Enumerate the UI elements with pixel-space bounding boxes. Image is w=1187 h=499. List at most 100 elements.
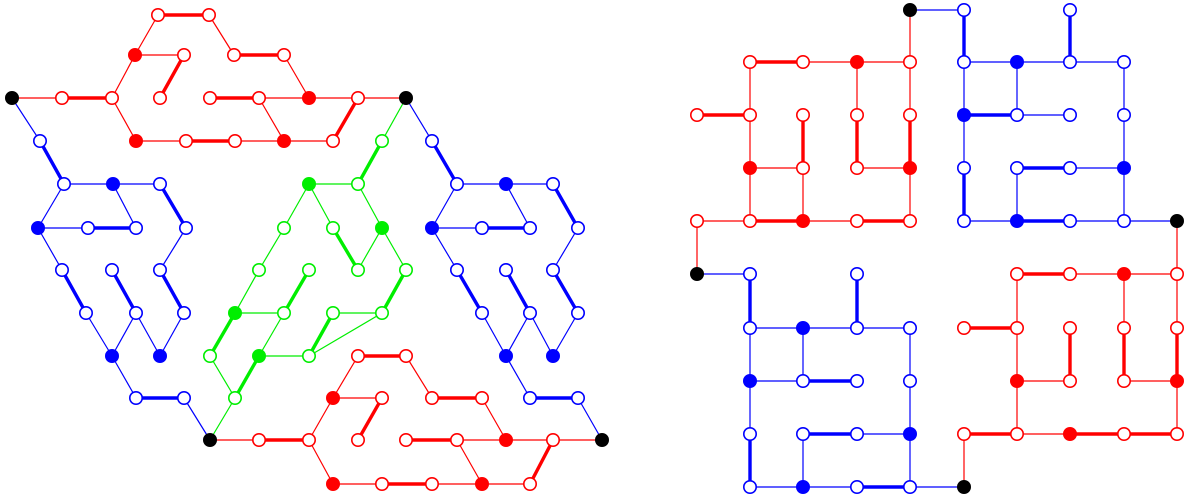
- hollow-blue-vertex: [129, 305, 144, 320]
- hollow-green-vertex: [301, 348, 316, 363]
- hollow-red-vertex: [1170, 320, 1185, 335]
- filled-blue-vertex: [1117, 161, 1132, 176]
- hollow-blue-vertex: [56, 177, 71, 192]
- hollow-blue-vertex: [177, 390, 192, 405]
- filled-blue-vertex: [498, 177, 513, 192]
- filled-blue-vertex: [105, 348, 120, 363]
- filled-green-vertex: [228, 305, 243, 320]
- thick-blue-edge: [158, 268, 186, 315]
- thin-blue-edge: [11, 97, 41, 142]
- filled-blue-vertex: [106, 177, 121, 192]
- hollow-blue-vertex: [1117, 214, 1132, 229]
- filled-red-vertex: [902, 161, 917, 176]
- thin-green-edge: [357, 183, 383, 229]
- hollow-red-vertex: [202, 8, 217, 22]
- thick-green-edge: [208, 311, 237, 358]
- hollow-blue-vertex: [449, 262, 464, 277]
- hollow-red-vertex: [228, 134, 243, 149]
- thick-red-edge: [528, 438, 555, 486]
- filled-blue-vertex: [30, 221, 45, 236]
- hollow-red-vertex: [350, 348, 365, 363]
- hollow-blue-vertex: [1063, 54, 1078, 69]
- thin-blue-edge: [431, 227, 458, 271]
- thin-red-edge: [258, 97, 285, 142]
- hollow-blue-vertex: [424, 134, 439, 149]
- filled-red-vertex: [325, 476, 340, 491]
- filled-black-vertex: [398, 91, 413, 106]
- filled-blue-vertex: [956, 108, 971, 123]
- hollow-red-vertex: [203, 91, 218, 106]
- hollow-red-vertex: [374, 390, 389, 405]
- square-nodes: [689, 3, 1185, 494]
- hollow-blue-vertex: [522, 221, 537, 236]
- hollow-blue-vertex: [570, 221, 585, 236]
- hollow-red-vertex: [1170, 426, 1185, 441]
- thin-blue-edge: [37, 183, 65, 229]
- hollow-red-vertex: [1063, 320, 1078, 335]
- thin-blue-edge: [552, 312, 579, 357]
- filled-blue-vertex: [424, 221, 439, 236]
- hollow-green-vertex: [276, 221, 291, 236]
- hollow-red-vertex: [350, 432, 365, 447]
- thin-red-edge: [332, 355, 359, 399]
- thick-green-edge: [331, 226, 360, 272]
- thin-green-edge: [308, 183, 334, 229]
- hollow-blue-vertex: [177, 305, 192, 320]
- thin-green-edge: [381, 227, 407, 271]
- hollow-blue-vertex: [849, 266, 864, 281]
- thin-blue-edge: [111, 355, 137, 399]
- filled-red-vertex: [301, 91, 316, 106]
- thin-green-edge: [258, 312, 285, 357]
- thin-blue-edge: [505, 312, 531, 357]
- thick-blue-edge: [504, 268, 532, 315]
- hollow-blue-vertex: [570, 390, 585, 405]
- filled-black-vertex: [956, 479, 971, 494]
- hollow-blue-vertex: [956, 54, 971, 69]
- hollow-blue-vertex: [1063, 3, 1078, 17]
- filled-blue-vertex: [742, 373, 757, 388]
- filled-red-vertex: [1117, 266, 1132, 281]
- hollow-red-vertex: [742, 108, 757, 123]
- square-tiling-graph: [689, 3, 1185, 494]
- thick-blue-edge: [38, 139, 66, 186]
- hollow-red-vertex: [522, 476, 537, 491]
- square-edges: [695, 8, 1179, 489]
- thin-red-edge: [405, 355, 433, 399]
- filled-blue-vertex: [795, 320, 810, 335]
- thick-blue-edge: [551, 182, 580, 230]
- hollow-red-vertex: [1117, 373, 1132, 388]
- filled-red-vertex: [1170, 373, 1185, 388]
- thin-blue-edge: [481, 312, 507, 357]
- hollow-green-vertex: [252, 262, 267, 277]
- hollow-green-vertex: [374, 305, 389, 320]
- hollow-red-vertex: [1063, 373, 1078, 388]
- filled-red-vertex: [474, 476, 489, 491]
- thin-red-edge: [283, 54, 310, 99]
- filled-blue-vertex: [795, 479, 810, 494]
- thick-blue-edge: [158, 182, 188, 230]
- hollow-red-vertex: [424, 390, 439, 405]
- hollow-red-vertex: [795, 161, 810, 176]
- hollow-blue-vertex: [545, 262, 560, 277]
- hollow-green-vertex: [374, 134, 389, 149]
- thin-green-edge: [209, 397, 236, 441]
- hollow-blue-vertex: [742, 320, 757, 335]
- hollow-red-vertex: [179, 134, 194, 149]
- hollow-blue-vertex: [522, 390, 537, 405]
- filled-red-vertex: [849, 54, 864, 69]
- hollow-red-vertex: [545, 432, 560, 447]
- hollow-blue-vertex: [742, 479, 757, 494]
- hollow-blue-vertex: [1009, 108, 1024, 123]
- hollow-blue-vertex: [153, 262, 168, 277]
- filled-green-vertex: [374, 221, 389, 236]
- hexagonal-tiling-graph: [5, 8, 609, 491]
- hollow-blue-vertex: [449, 177, 464, 192]
- hollow-blue-vertex: [129, 390, 144, 405]
- hollow-red-vertex: [54, 91, 69, 106]
- hollow-blue-vertex: [545, 177, 560, 192]
- thin-blue-edge: [577, 397, 603, 441]
- hollow-red-vertex: [398, 348, 413, 363]
- hollow-blue-vertex: [742, 266, 757, 281]
- filled-green-vertex: [301, 177, 316, 192]
- filled-black-vertex: [203, 432, 218, 447]
